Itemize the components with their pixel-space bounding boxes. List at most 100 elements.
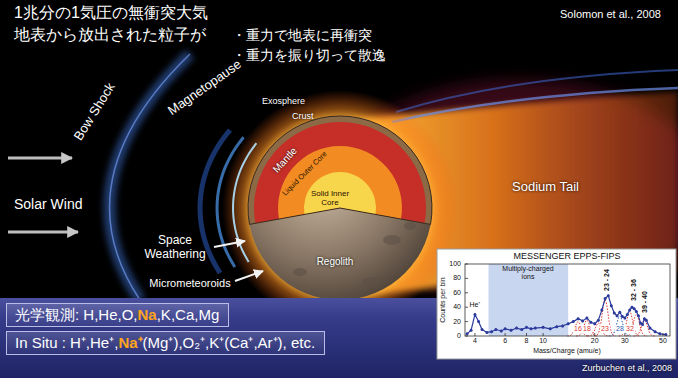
process-label: Micrometeoroids [149, 277, 230, 290]
tick-label: 20 [591, 337, 599, 345]
error-bar [556, 325, 557, 328]
heading-text: 地表から放出された粒子が [14, 26, 206, 44]
error-bar [471, 329, 472, 332]
process-label: Space Weathering [140, 234, 210, 262]
process-arrow [214, 241, 245, 247]
tail-label: Sodium Tail [512, 180, 579, 195]
error-bar [622, 315, 623, 318]
solar-wind-arrow [8, 231, 78, 234]
data-point [618, 311, 621, 314]
error-bar [486, 331, 487, 334]
mass-spectrum [465, 264, 670, 336]
error-bar [640, 322, 641, 325]
citation: Solomon et al., 2008 [560, 8, 661, 21]
tick-label: 10 [539, 337, 547, 345]
error-bar [649, 327, 650, 330]
tick-label: 60 [453, 289, 461, 297]
axis-title: Counts per bin [439, 277, 447, 323]
data-point [597, 319, 600, 322]
peak-label: 39 - 40 [641, 291, 649, 313]
data-point [635, 310, 638, 313]
data-point [481, 328, 484, 331]
tick-mark [465, 307, 468, 308]
crater [404, 222, 416, 230]
magnetopause-shell [233, 143, 256, 262]
error-bar [586, 317, 587, 320]
error-bar [655, 330, 656, 333]
data-point [577, 317, 580, 320]
tick-mark [526, 333, 527, 336]
magnetotail-line [396, 70, 678, 112]
tick-mark [624, 333, 625, 336]
tick-mark [543, 333, 544, 336]
tick-label: 100 [449, 260, 461, 268]
tick-label: 40 [453, 303, 461, 311]
text-run: ,K,Ca,Mg [157, 306, 220, 323]
error-bar [642, 323, 643, 326]
magnetopause [200, 130, 256, 273]
error-bar [531, 327, 532, 330]
tick-mark [474, 333, 475, 336]
data-point [637, 314, 640, 317]
error-bar [505, 327, 506, 330]
data-point [616, 314, 619, 317]
fit-label: 28 [615, 325, 625, 333]
data-point [633, 307, 636, 310]
data-point [515, 327, 518, 330]
spectrum-line [467, 296, 666, 335]
error-bar [568, 322, 569, 325]
exosphere-glow [222, 90, 458, 326]
bow-shock-line [110, 54, 190, 300]
data-point [561, 324, 564, 327]
error-bar [491, 330, 492, 333]
data-point [600, 309, 603, 312]
space-background [0, 0, 678, 300]
crater [362, 277, 382, 287]
peak-label: 32 - 36 [630, 279, 638, 301]
data-point [613, 311, 616, 314]
observation-box: 光学観測: H,He,O,Na,K,Ca,Mg [6, 303, 229, 327]
error-bar [634, 307, 635, 310]
error-bar [627, 313, 628, 316]
box-text: In Situ : H⁺,He⁺,Na⁺(Mg⁺),O₂⁺,K⁺(Ca⁺,Ar⁺… [15, 334, 315, 351]
data-point [494, 328, 497, 331]
data-point [530, 327, 533, 330]
tick-label: 20 [453, 318, 461, 326]
chart-panel [437, 249, 676, 359]
data-point [473, 313, 476, 316]
tick-mark [465, 264, 468, 265]
data-point [549, 327, 552, 330]
highlight-run: Na⁺ [118, 334, 142, 351]
planet-surface [248, 116, 432, 300]
process-arrow [235, 271, 263, 281]
tick-mark [505, 333, 506, 336]
region-label: Exosphere [262, 96, 305, 106]
bullet-text: ・重力を振り切って散逸 [232, 47, 386, 63]
crater [383, 235, 401, 245]
error-bar [594, 322, 595, 325]
data-point [604, 297, 607, 300]
data-point [477, 320, 480, 323]
tick-label: 4 [473, 337, 477, 345]
fit-label: 23 [600, 325, 610, 333]
error-bar [511, 329, 512, 332]
error-bar [598, 319, 599, 322]
data-point [654, 330, 657, 333]
data-point [500, 329, 503, 332]
data-point [542, 326, 545, 329]
error-bar [482, 328, 483, 331]
data-point [623, 317, 626, 320]
citation: Zurbuchen et al., 2008 [582, 363, 672, 373]
error-bar [562, 324, 563, 327]
data-point [628, 309, 631, 312]
error-bar [526, 326, 527, 329]
cutaway-edge [248, 116, 432, 224]
data-point [555, 325, 558, 328]
fit-label: 18 [582, 325, 592, 333]
error-bar [624, 317, 625, 320]
layer-label: Solid Inner Core [307, 189, 353, 207]
error-bar [644, 317, 645, 320]
data-point [641, 323, 644, 326]
surface-label: Regolith [317, 256, 354, 268]
error-bar [582, 319, 583, 322]
